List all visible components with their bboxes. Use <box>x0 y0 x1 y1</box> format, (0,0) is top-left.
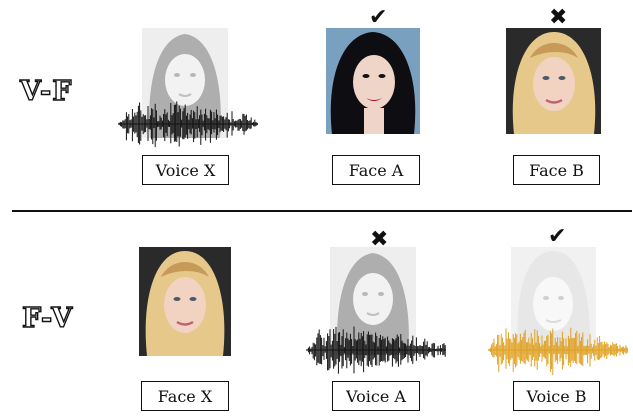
blonde-hair-face-portrait <box>506 28 601 134</box>
face-x-caption: Face X <box>141 381 229 411</box>
voice-x-waveform <box>118 101 258 148</box>
dark-hair-face-portrait <box>326 28 420 134</box>
blonde-hair-face-portrait <box>139 247 231 356</box>
face-x-photo <box>139 247 231 356</box>
voice-b-waveform <box>488 327 628 376</box>
dark-hair-face-portrait <box>330 247 416 355</box>
dark-hair-face-portrait <box>142 28 228 138</box>
row-label-vf: V-F <box>19 75 73 107</box>
voice-x-face-faded <box>142 28 228 138</box>
voice-b-caption: Voice B <box>513 381 600 411</box>
voice-x-caption: Voice X <box>142 155 229 185</box>
cross-mark-icon: ✖ <box>370 227 389 252</box>
voice-a-caption: Voice A <box>332 381 420 411</box>
voice-a-waveform <box>306 326 446 374</box>
check-mark-icon: ✔ <box>369 5 388 30</box>
section-divider <box>12 210 632 212</box>
face-a-caption: Face A <box>332 155 420 185</box>
face-b-caption: Face B <box>513 155 600 185</box>
row-label-fv: F-V <box>21 302 74 334</box>
cross-mark-icon: ✖ <box>549 5 568 30</box>
check-mark-icon: ✔ <box>548 224 567 249</box>
face-a-photo <box>326 28 420 134</box>
voice-a-face-faded <box>330 247 416 355</box>
face-b-photo <box>506 28 601 134</box>
